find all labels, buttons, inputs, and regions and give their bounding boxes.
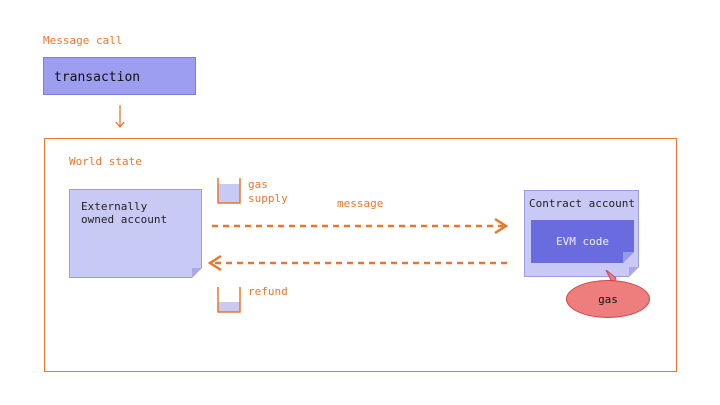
gas-supply-cup-icon [217,178,241,204]
world-state-label: World state [69,155,142,168]
gas-label: gas [598,292,618,306]
transaction-box: transaction [43,57,196,95]
down-arrow-icon [115,105,125,129]
evm-code-box: EVM code [531,220,634,263]
transaction-label: transaction [54,70,141,85]
world-state-box [44,138,677,372]
page-fold-icon [192,268,202,278]
eoa-label: Externally owned account [81,200,168,226]
refund-cup-icon [217,287,241,313]
page-fold-icon [629,267,639,277]
gas-supply-label: gas supply [248,178,288,205]
message-call-label: Message call [43,34,123,47]
evm-code-label: EVM code [556,235,609,248]
gas-bubble: gas [566,280,650,318]
externally-owned-account-box: Externally owned account [69,189,202,278]
refund-label: refund [248,285,288,298]
contract-account-label: Contract account [529,197,635,210]
page-fold-icon [623,252,634,263]
message-label: message [337,197,384,210]
